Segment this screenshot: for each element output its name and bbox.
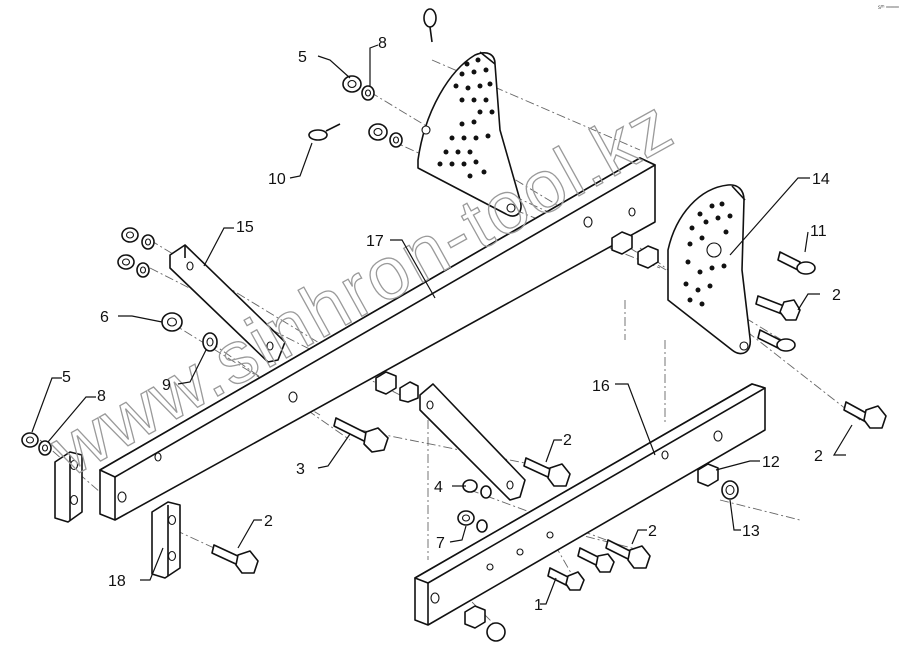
fasteners: [21, 75, 739, 642]
callout-labels: 5 8 10 15 17 14 11 2 6 9 5 8 16 2 3 2 12…: [62, 35, 841, 614]
plate-15: [169, 244, 286, 363]
upper-bracket-holes: [421, 57, 516, 213]
callout-2-bracket: 2: [832, 287, 841, 304]
beam-16: [414, 383, 766, 626]
callout-5-top: 5: [298, 49, 307, 66]
callout-7: 7: [436, 535, 445, 552]
callout-10: 10: [268, 171, 286, 188]
callout-1: 1: [534, 597, 543, 614]
callout-6: 6: [100, 309, 109, 326]
callout-3: 3: [296, 461, 305, 478]
callout-2-lower: 2: [648, 523, 657, 540]
bolts: [211, 8, 887, 591]
callout-8-top: 8: [378, 35, 387, 52]
upper-bracket: [417, 51, 522, 217]
callout-13: 13: [742, 523, 760, 540]
callout-2-right: 2: [814, 448, 823, 465]
callout-12: 12: [762, 454, 780, 471]
callout-9: 9: [162, 377, 171, 394]
callout-5-left: 5: [62, 369, 71, 386]
callout-18: 18: [108, 573, 126, 590]
callout-2-center: 2: [563, 432, 572, 449]
callout-4: 4: [434, 479, 443, 496]
bracket-14: [667, 184, 752, 355]
corner-mark: sᵐ ═══: [878, 5, 900, 11]
callout-16: 16: [592, 378, 610, 395]
callout-11: 11: [810, 223, 827, 240]
plate-18: [151, 501, 181, 579]
callout-8-left: 8: [97, 388, 106, 405]
left-end-plate: [54, 451, 83, 523]
callout-2-bottom-left: 2: [264, 513, 273, 530]
leader-lines: [31, 44, 853, 605]
beam-17: [99, 157, 656, 521]
callout-14: 14: [812, 171, 830, 188]
callout-17: 17: [366, 233, 384, 250]
bracket-14-holes: [683, 201, 749, 351]
callout-15: 15: [236, 219, 254, 236]
center-plate: [419, 383, 526, 501]
